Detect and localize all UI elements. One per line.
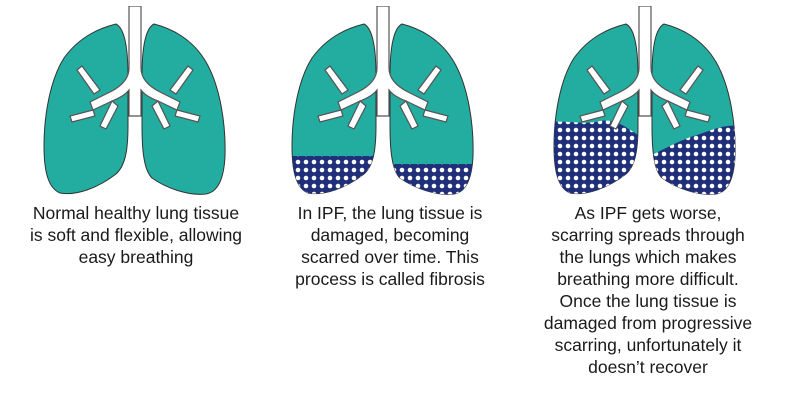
scarring-patch — [540, 121, 640, 198]
caption-line: doesn’t recover — [528, 356, 768, 378]
caption-line: Normal healthy lung tissue — [8, 202, 264, 224]
stage-ipf-worse-caption: As IPF gets worse, scarring spreads thro… — [528, 202, 768, 378]
stage-healthy-caption: Normal healthy lung tissue is soft and f… — [8, 202, 264, 268]
right-lung — [650, 24, 740, 198]
caption-line: breathing more difficult. — [528, 268, 768, 290]
caption-line: the lungs which makes — [528, 246, 768, 268]
caption-line: damaged, becoming — [270, 224, 510, 246]
caption-line: is soft and flexible, allowing — [8, 224, 264, 246]
advanced-ipf-lungs-illustration — [540, 6, 750, 198]
caption-line: scarring, unfortunately it — [528, 334, 768, 356]
caption-line: As IPF gets worse, — [528, 202, 768, 224]
caption-line: easy breathing — [8, 246, 264, 268]
caption-line: In IPF, the lung tissue is — [270, 202, 510, 224]
stage-ipf-caption: In IPF, the lung tissue is damaged, beco… — [270, 202, 510, 290]
ipf-lungs-illustration — [278, 6, 488, 198]
caption-line: damaged from progressive — [528, 312, 768, 334]
scarring-patch — [278, 156, 378, 198]
caption-line: scarring spreads through — [528, 224, 768, 246]
healthy-lungs-illustration — [30, 6, 240, 198]
caption-line: scarred over time. This — [270, 246, 510, 268]
caption-line: Once the lung tissue is — [528, 290, 768, 312]
caption-line: process is called fibrosis — [270, 268, 510, 290]
